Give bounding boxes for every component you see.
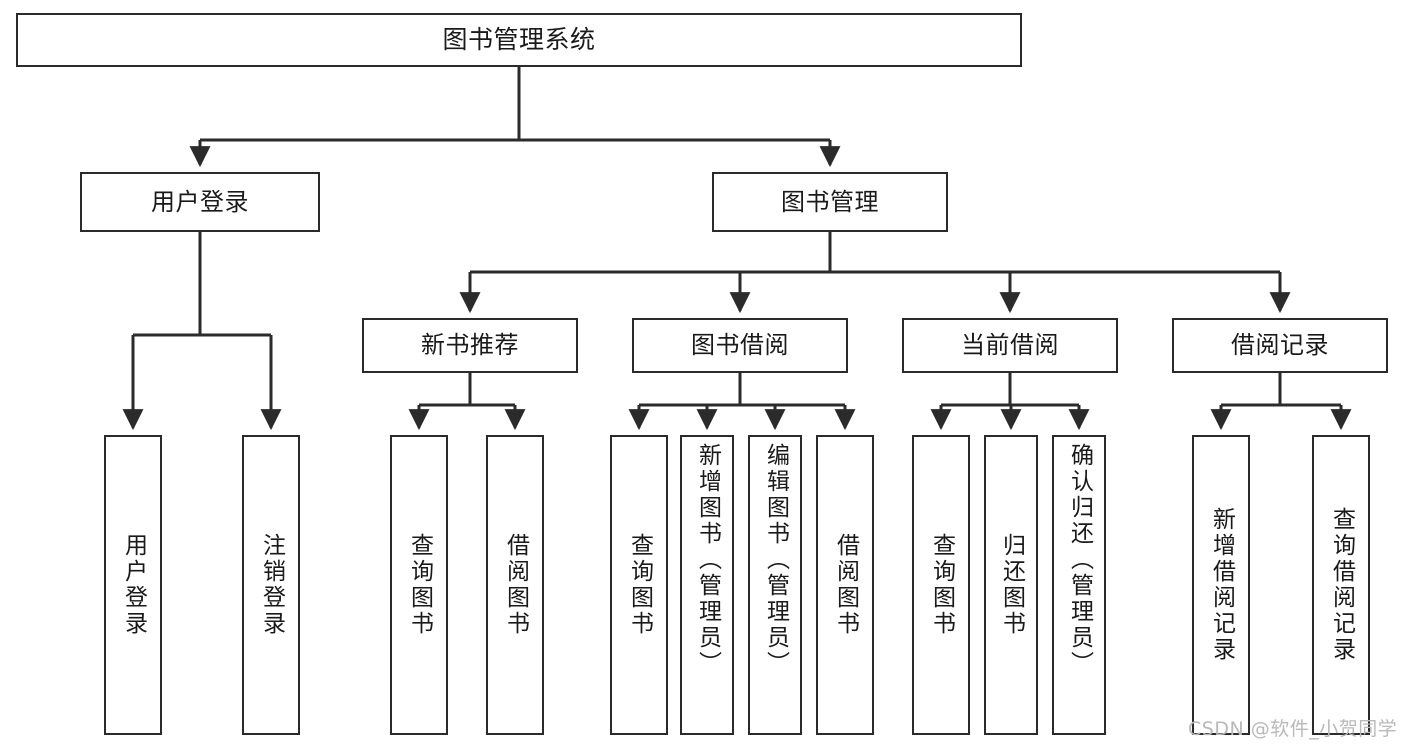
node-leaf-borrow-book-2[interactable]: 借阅图书: [816, 435, 874, 735]
node-leaf-confirm-return-label: 确认归还（管理员）: [1066, 443, 1093, 677]
node-borrow-record[interactable]: 借阅记录: [1172, 318, 1388, 373]
node-new-book-recommend-label: 新书推荐: [421, 331, 519, 360]
node-borrow-record-label: 借阅记录: [1231, 331, 1329, 360]
node-leaf-borrow-book-2-label: 借阅图书: [832, 533, 859, 637]
node-leaf-logout-label: 注销登录: [258, 533, 285, 637]
node-leaf-add-record-label: 新增借阅记录: [1208, 507, 1235, 663]
node-leaf-add-record[interactable]: 新增借阅记录: [1192, 435, 1250, 735]
node-leaf-query-book-2-label: 查询图书: [626, 533, 653, 637]
node-leaf-confirm-return[interactable]: 确认归还（管理员）: [1052, 435, 1106, 735]
node-leaf-user-login-label: 用户登录: [120, 533, 147, 637]
watermark-text: CSDN @软件_小贺同学: [1188, 718, 1398, 740]
node-root-label: 图书管理系统: [442, 25, 596, 54]
node-leaf-query-record-label: 查询借阅记录: [1328, 507, 1355, 663]
node-leaf-query-book-3[interactable]: 查询图书: [912, 435, 970, 735]
node-leaf-logout[interactable]: 注销登录: [242, 435, 300, 735]
node-user-login-label: 用户登录: [151, 187, 249, 216]
node-leaf-edit-book-label: 编辑图书（管理员）: [762, 443, 789, 677]
node-leaf-query-book-3-label: 查询图书: [928, 533, 955, 637]
node-leaf-return-book-label: 归还图书: [998, 533, 1025, 637]
node-root[interactable]: 图书管理系统: [16, 13, 1022, 67]
node-leaf-query-book-2[interactable]: 查询图书: [610, 435, 668, 735]
node-current-borrow[interactable]: 当前借阅: [902, 318, 1118, 373]
node-book-borrow-label: 图书借阅: [691, 331, 789, 360]
node-leaf-query-record[interactable]: 查询借阅记录: [1312, 435, 1370, 735]
node-leaf-edit-book[interactable]: 编辑图书（管理员）: [748, 435, 802, 735]
node-leaf-query-book-1-label: 查询图书: [406, 533, 433, 637]
node-leaf-query-book-1[interactable]: 查询图书: [390, 435, 448, 735]
node-leaf-borrow-book-1[interactable]: 借阅图书: [486, 435, 544, 735]
node-book-manage[interactable]: 图书管理: [712, 172, 948, 232]
node-leaf-add-book-label: 新增图书（管理员）: [694, 443, 721, 677]
node-new-book-recommend[interactable]: 新书推荐: [362, 318, 578, 373]
node-book-borrow[interactable]: 图书借阅: [632, 318, 848, 373]
node-current-borrow-label: 当前借阅: [961, 331, 1059, 360]
node-leaf-return-book[interactable]: 归还图书: [984, 435, 1038, 735]
node-user-login[interactable]: 用户登录: [80, 172, 320, 232]
node-leaf-borrow-book-1-label: 借阅图书: [502, 533, 529, 637]
node-book-manage-label: 图书管理: [781, 187, 879, 216]
node-leaf-add-book[interactable]: 新增图书（管理员）: [680, 435, 734, 735]
node-leaf-user-login[interactable]: 用户登录: [104, 435, 162, 735]
